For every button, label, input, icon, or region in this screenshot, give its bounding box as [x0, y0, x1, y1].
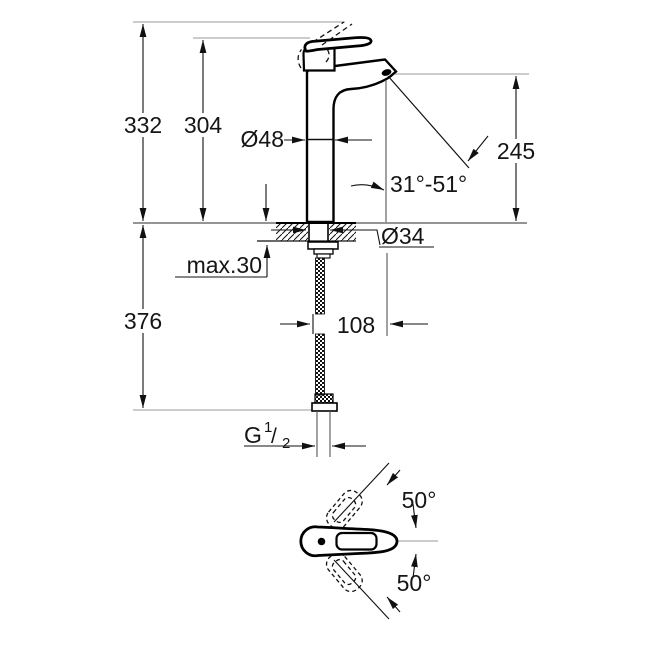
dim-spout-to-deck-label: 245 [497, 138, 535, 164]
faucet-front-view [297, 21, 398, 224]
top-view-lever-face [335, 531, 378, 551]
thread-slash: / [271, 425, 277, 448]
dim-body-height-label: 304 [184, 112, 223, 138]
spray-angle-label: 31°-51° [390, 171, 467, 197]
top-view-cartridge-dot [317, 537, 326, 546]
hose-connector-knurl [314, 393, 334, 404]
label-backgrounds [117, 113, 542, 333]
dia-mounting-hole-label: Ø34 [381, 223, 425, 249]
swivel-upper-label: 50° [402, 487, 437, 513]
thread-g: G [244, 422, 262, 448]
shank-and-hose [307, 224, 339, 457]
dimension-labels: 332 304 245 376 Ø48 Ø34 max.30 108 31°-5… [124, 112, 535, 596]
thread-numerator: 1 [264, 419, 272, 436]
dim-below-deck-label: 376 [124, 308, 162, 334]
thread-denominator: 2 [282, 435, 290, 452]
aerator [381, 69, 392, 76]
lever-raised-outline [297, 21, 353, 69]
faucet-top-view [299, 462, 418, 620]
reference-lines [133, 21, 529, 542]
swivel-lower-label: 50° [397, 570, 432, 596]
swivel-angle-arrows [333, 462, 418, 620]
faucet-body [305, 58, 398, 224]
top-view-body [299, 525, 399, 558]
thread-size-label: G 1 / 2 [244, 419, 290, 452]
flexible-hose-upper [315, 257, 325, 315]
dia-body-label: Ø48 [241, 126, 284, 152]
lever-swivel-upper-outline [325, 489, 363, 530]
dim-overall-height-label: 332 [124, 112, 162, 138]
flexible-hose-lower [315, 333, 325, 396]
hose-connector-nut [311, 402, 338, 412]
deck-thickness-label: max.30 [187, 252, 262, 278]
mounting-deck [133, 222, 527, 242]
dim-projection-label: 108 [337, 312, 375, 338]
lever-swivel-lower-outline [325, 552, 363, 593]
lever-handle [303, 36, 373, 53]
mounting-washer [307, 241, 339, 250]
